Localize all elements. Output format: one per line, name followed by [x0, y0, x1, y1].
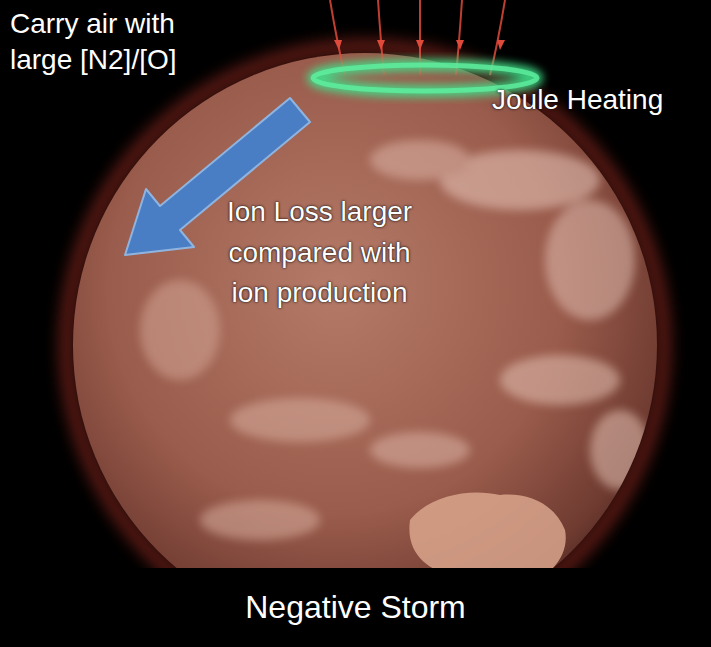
field-arrowheads [334, 40, 505, 50]
caption-bar [0, 568, 711, 647]
annotation-label: Ion Loss larger compared with ion produc… [212, 192, 427, 314]
annotation-label: Joule Heating [492, 82, 702, 118]
earth-globe [73, 53, 657, 637]
red-glow [67, 47, 663, 643]
caption: Negative Storm [0, 587, 711, 629]
annotation-label: Carry air with large [N2]/[O] [10, 6, 225, 78]
flow-arrow [125, 98, 310, 255]
